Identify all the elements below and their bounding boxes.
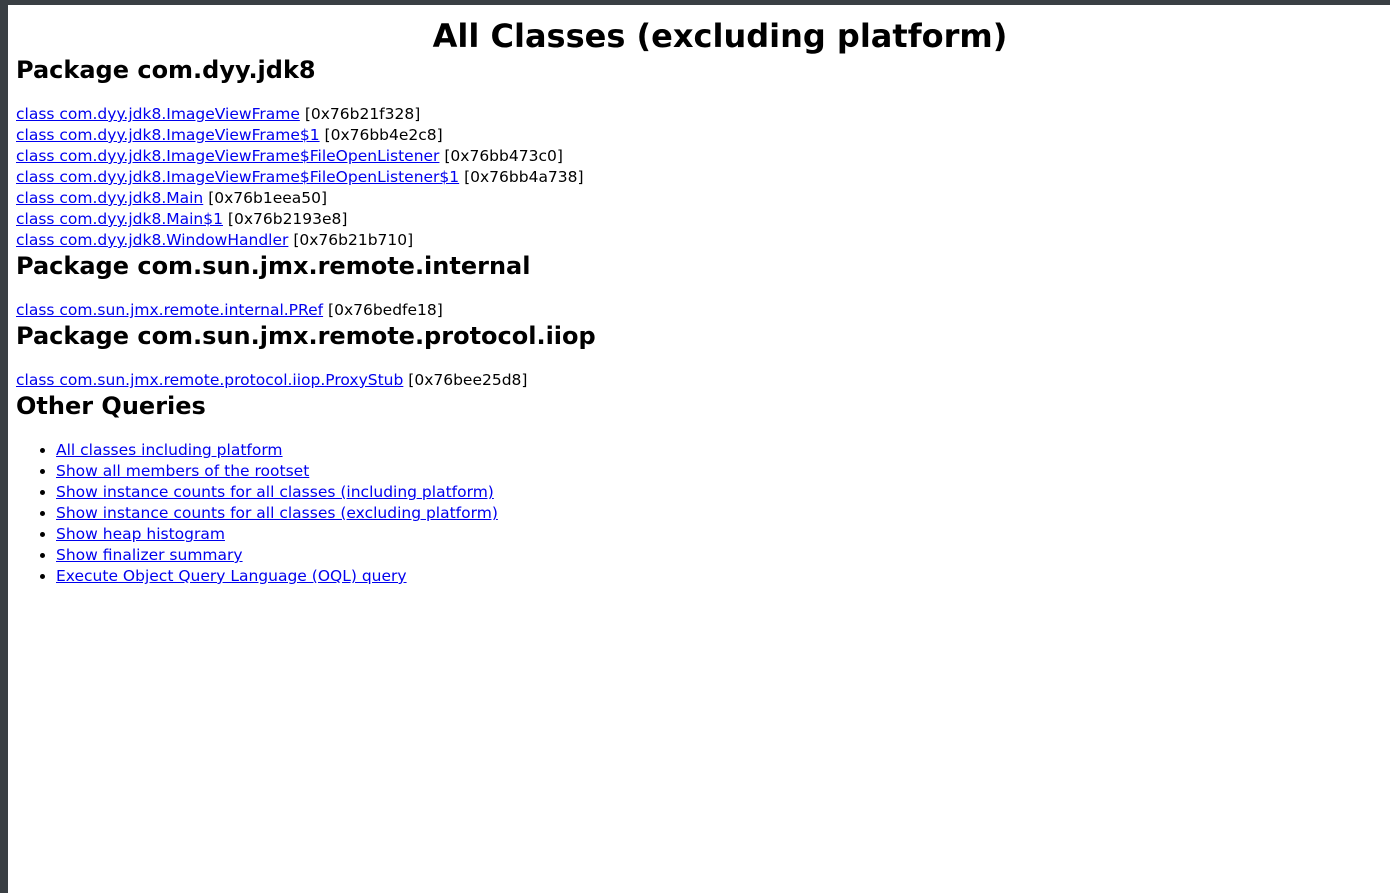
window-top-border	[0, 0, 1390, 5]
query-link-all-classes-including-platform[interactable]: All classes including platform	[56, 441, 283, 459]
class-address: [0x76b21f328]	[304, 105, 421, 123]
class-link-windowhandler[interactable]: class com.dyy.jdk8.WindowHandler	[16, 231, 289, 249]
class-row: class com.dyy.jdk8.ImageViewFrame$FileOp…	[16, 167, 1376, 188]
class-address: [0x76b1eea50]	[208, 189, 328, 207]
class-list-com-dyy-jdk8: class com.dyy.jdk8.ImageViewFrame [0x76b…	[16, 104, 1376, 251]
package-heading-com-sun-jmx-remote-protocol-iiop: Package com.sun.jmx.remote.protocol.iiop	[16, 322, 596, 350]
window-left-border	[0, 0, 8, 893]
class-list-com-sun-jmx-remote-internal: class com.sun.jmx.remote.internal.PRef […	[16, 300, 1376, 321]
query-link-heap-histogram[interactable]: Show heap histogram	[56, 525, 225, 543]
class-address: [0x76bedfe18]	[328, 301, 443, 319]
class-address: [0x76b21b710]	[293, 231, 414, 249]
package-heading-com-sun-jmx-remote-internal: Package com.sun.jmx.remote.internal	[16, 252, 531, 280]
query-link-instance-counts-including[interactable]: Show instance counts for all classes (in…	[56, 483, 494, 501]
class-address: [0x76bb4a738]	[464, 168, 584, 186]
list-item: Show all members of the rootset	[56, 461, 1376, 482]
class-link-proxystub[interactable]: class com.sun.jmx.remote.protocol.iiop.P…	[16, 371, 404, 389]
other-queries-heading: Other Queries	[16, 392, 206, 420]
class-link-imageviewframe-1[interactable]: class com.dyy.jdk8.ImageViewFrame$1	[16, 126, 320, 144]
list-item: Show heap histogram	[56, 524, 1376, 545]
class-link-main[interactable]: class com.dyy.jdk8.Main	[16, 189, 204, 207]
list-item: All classes including platform	[56, 440, 1376, 461]
class-link-imageviewframe[interactable]: class com.dyy.jdk8.ImageViewFrame	[16, 105, 300, 123]
list-item: Show instance counts for all classes (in…	[56, 482, 1376, 503]
class-link-fileopenlistener[interactable]: class com.dyy.jdk8.ImageViewFrame$FileOp…	[16, 147, 440, 165]
class-row: class com.dyy.jdk8.ImageViewFrame$FileOp…	[16, 146, 1376, 167]
list-item: Show finalizer summary	[56, 545, 1376, 566]
class-row: class com.sun.jmx.remote.internal.PRef […	[16, 300, 1376, 321]
class-link-main-1[interactable]: class com.dyy.jdk8.Main$1	[16, 210, 223, 228]
class-row: class com.dyy.jdk8.Main [0x76b1eea50]	[16, 188, 1376, 209]
class-address: [0x76bb473c0]	[444, 147, 563, 165]
page-title: All Classes (excluding platform)	[432, 17, 1008, 55]
class-list-com-sun-jmx-remote-protocol-iiop: class com.sun.jmx.remote.protocol.iiop.P…	[16, 370, 1376, 391]
class-row: class com.dyy.jdk8.WindowHandler [0x76b2…	[16, 230, 1376, 251]
package-heading-com-dyy-jdk8: Package com.dyy.jdk8	[16, 56, 316, 84]
page-content: All Classes (excluding platform) Package…	[16, 5, 1376, 587]
class-link-fileopenlistener-1[interactable]: class com.dyy.jdk8.ImageViewFrame$FileOp…	[16, 168, 460, 186]
class-row: class com.dyy.jdk8.ImageViewFrame [0x76b…	[16, 104, 1376, 125]
class-address: [0x76b2193e8]	[227, 210, 348, 228]
class-row: class com.dyy.jdk8.Main$1 [0x76b2193e8]	[16, 209, 1376, 230]
query-link-oql[interactable]: Execute Object Query Language (OQL) quer…	[56, 567, 407, 585]
class-row: class com.sun.jmx.remote.protocol.iiop.P…	[16, 370, 1376, 391]
class-link-pref[interactable]: class com.sun.jmx.remote.internal.PRef	[16, 301, 324, 319]
list-item: Show instance counts for all classes (ex…	[56, 503, 1376, 524]
class-row: class com.dyy.jdk8.ImageViewFrame$1 [0x7…	[16, 125, 1376, 146]
class-address: [0x76bee25d8]	[408, 371, 528, 389]
class-address: [0x76bb4e2c8]	[324, 126, 443, 144]
query-link-finalizer-summary[interactable]: Show finalizer summary	[56, 546, 243, 564]
query-link-rootset[interactable]: Show all members of the rootset	[56, 462, 310, 480]
list-item: Execute Object Query Language (OQL) quer…	[56, 566, 1376, 587]
other-queries-list: All classes including platform Show all …	[16, 440, 1376, 587]
query-link-instance-counts-excluding[interactable]: Show instance counts for all classes (ex…	[56, 504, 498, 522]
